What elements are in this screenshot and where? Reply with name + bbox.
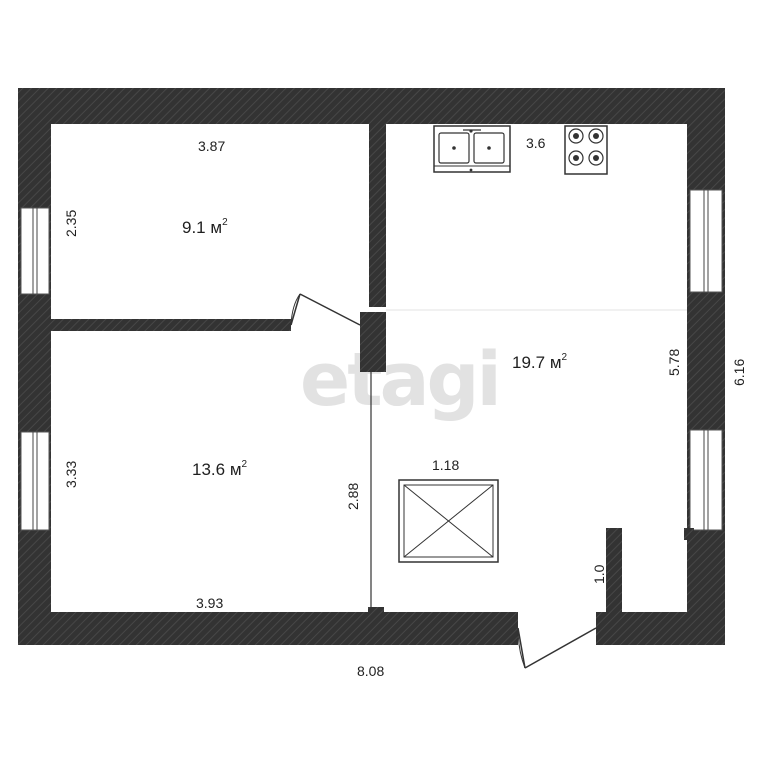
partition-stub (368, 607, 384, 615)
partition-pillar (360, 312, 386, 372)
left-wall (18, 88, 51, 645)
window-right-bottom (689, 429, 723, 531)
dim-kitchen-width: 3.6 (526, 135, 546, 151)
dim-small-room-depth: 2.35 (63, 210, 79, 237)
stove-icon (564, 125, 608, 175)
ceiling-hatch-icon (398, 479, 499, 563)
dim-large-room-width: 3.93 (196, 595, 223, 611)
bottom-wall-left (18, 612, 518, 645)
dim-total-width: 8.08 (357, 663, 384, 679)
partition-vertical-upper (369, 124, 386, 307)
dim-total-depth: 6.16 (731, 359, 747, 386)
inner-walls (51, 124, 694, 615)
dim-right-room-depth: 5.78 (666, 349, 682, 376)
right-wall-notch (684, 528, 694, 540)
dim-small-room-width: 3.87 (198, 138, 225, 154)
watermark-logo: etagi (300, 337, 499, 423)
room-area-living-kitchen: 19.7 м2 (512, 352, 568, 372)
dim-entrance-width: 1.0 (591, 564, 607, 584)
dim-hatch-width: 1.18 (432, 457, 459, 473)
windows (20, 189, 723, 531)
entrance-door (517, 627, 597, 669)
window-left-top (20, 207, 50, 295)
window-right-top (689, 189, 723, 293)
window-left-bottom (20, 431, 50, 531)
room-area-large: 13.6 м2 (192, 459, 248, 479)
outer-walls (18, 88, 725, 645)
kitchen-sink-icon (433, 125, 511, 173)
dim-large-room-depth: 3.33 (63, 461, 79, 488)
right-wall (687, 88, 725, 645)
entrance-wall-stub (606, 528, 622, 614)
top-wall (18, 88, 725, 124)
dim-partition-length: 2.88 (345, 483, 361, 510)
partition-horizontal (51, 319, 291, 331)
door-small-room (290, 293, 361, 326)
room-area-small: 9.1 м2 (182, 217, 228, 237)
